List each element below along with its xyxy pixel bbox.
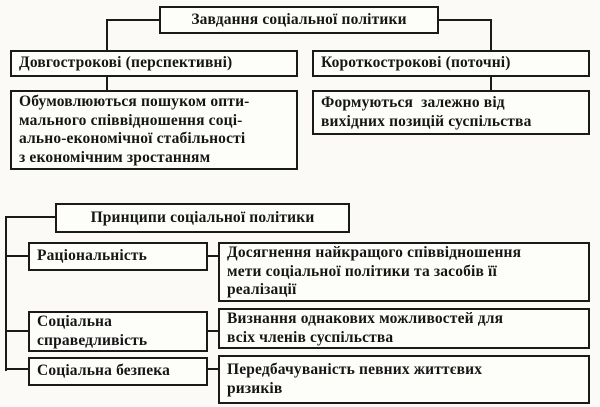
- principle-security-box: Соціальна безпека: [28, 357, 208, 386]
- long-term-label-box: Довгострокові (перспективні): [10, 50, 298, 77]
- principle-justice-box: Соціальна справедливість: [28, 311, 208, 352]
- connector-long-label-to-desc: [106, 77, 108, 90]
- connector-title-to-long-vertical: [106, 19, 108, 50]
- short-term-label-box: Короткострокові (поточні): [312, 50, 590, 77]
- connector-title-to-short-horizontal: [439, 19, 492, 21]
- connector-justice-to-desc: [208, 330, 218, 332]
- connector-branch-security: [7, 368, 28, 370]
- connector-title-to-long-horizontal: [106, 19, 159, 21]
- connector-principles-rail-vertical: [5, 216, 7, 371]
- connector-rationality-to-desc: [208, 255, 218, 257]
- long-term-description-box: Обумовлюються пошуком опти- мального спі…: [10, 90, 298, 170]
- connector-branch-rationality: [7, 255, 28, 257]
- tasks-title-box: Завдання соціальної політики: [159, 6, 439, 34]
- principles-title-box: Принципи соціальної політики: [55, 203, 350, 233]
- connector-branch-justice: [7, 330, 28, 332]
- short-term-description-box: Формуються залежно від вихідних позицій …: [312, 90, 590, 135]
- principle-rationality-box: Раціональність: [28, 242, 208, 271]
- connector-title-to-short-vertical: [490, 19, 492, 50]
- connector-security-to-desc: [208, 368, 218, 370]
- principle-rationality-description-box: Досягнення найкращого співвідношення мет…: [218, 242, 590, 302]
- connector-principles-rail-horizontal: [5, 216, 55, 218]
- connector-short-label-to-desc: [490, 77, 492, 90]
- principle-justice-description-box: Визнання однакових можливостей для всіх …: [218, 308, 590, 349]
- principle-security-description-box: Передбачуваність певних життєвих ризиків: [218, 355, 590, 404]
